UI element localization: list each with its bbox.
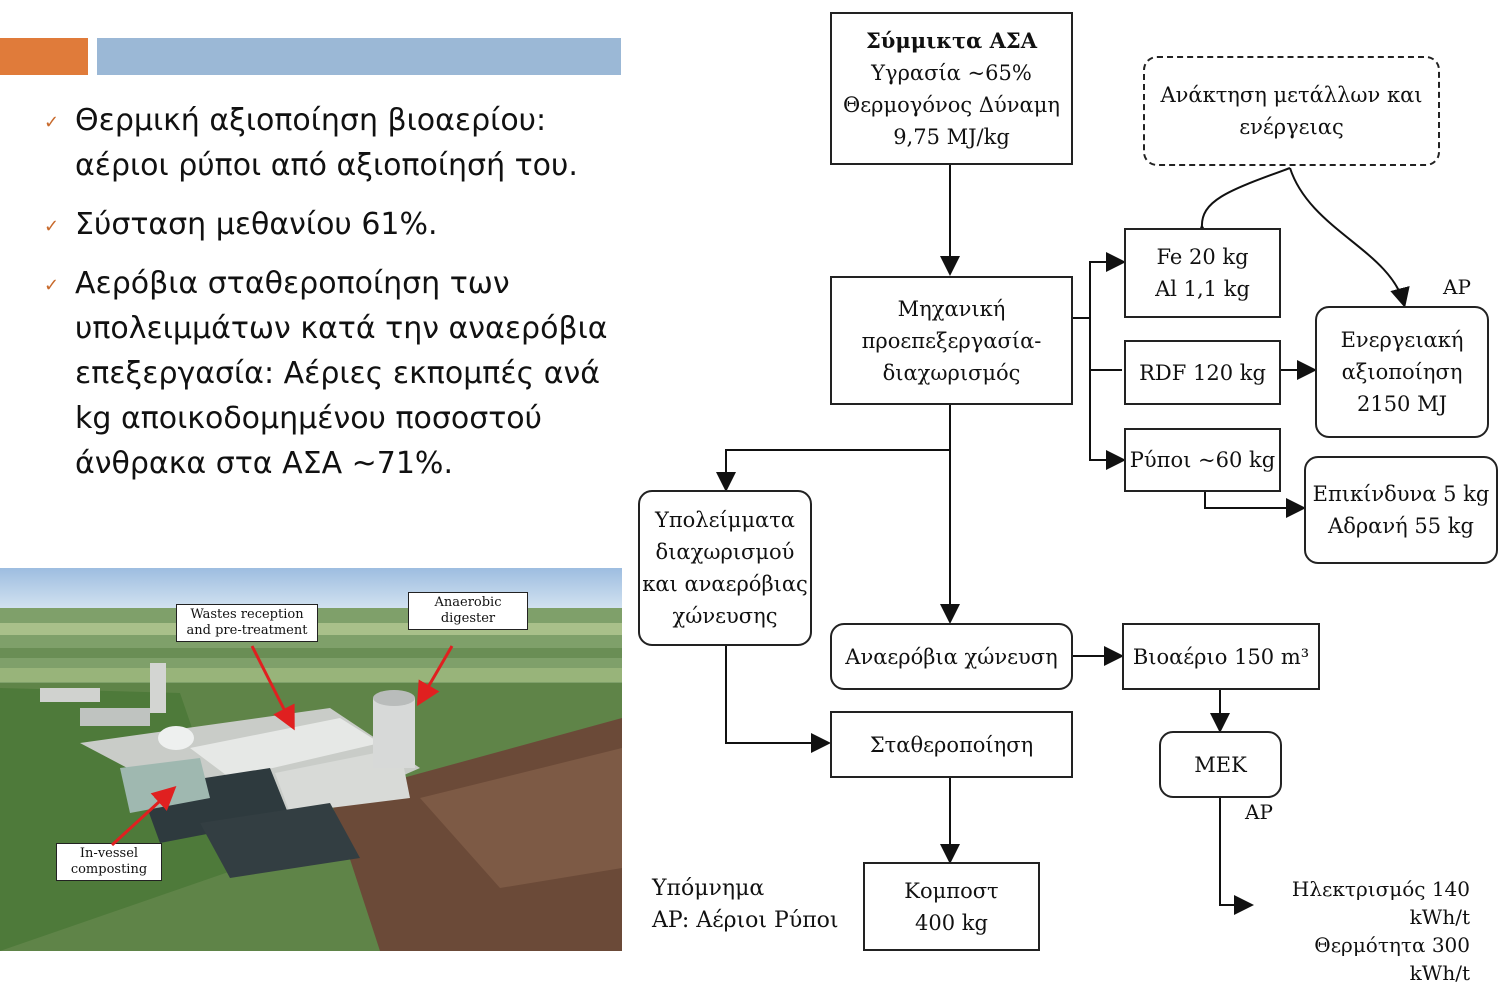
node-recovery: Ανάκτηση μετάλλων και ενέργειας (1143, 56, 1440, 166)
node-hazardous: Επικίνδυνα 5 kg Αδρανή 55 kg (1304, 456, 1498, 564)
node-mek: ΜΕΚ (1159, 731, 1282, 798)
arrow-composting (110, 785, 177, 847)
bullet-item: ✓Θερμική αξιοποίηση βιοαερίου: αέριοι ρύ… (40, 98, 630, 188)
callout-composting: In-vessel composting (56, 843, 162, 881)
callout-arrows (110, 645, 454, 847)
bullet-list: ✓Θερμική αξιοποίηση βιοαερίου: αέριοι ρύ… (40, 98, 630, 500)
node-pollutants: Ρύποι ~60 kg (1124, 428, 1281, 492)
arrow-reception (250, 645, 295, 731)
arrow-digester (416, 645, 454, 707)
ap-label-energy: AP (1443, 275, 1471, 299)
callout-reception: Wastes reception and pre-treatment (176, 604, 318, 642)
diagram-connectors (716, 165, 1410, 915)
checkmark-icon: ✓ (44, 112, 60, 133)
ap-label-mek: AP (1245, 800, 1273, 824)
node-metals: Fe 20 kg Al 1,1 kg (1124, 228, 1281, 318)
node-rdf: RDF 120 kg (1124, 340, 1281, 405)
checkmark-icon: ✓ (44, 216, 60, 237)
legend: Υπόμνημα AP: Αέριοι Ρύποι (652, 876, 839, 933)
node-mechanical: Μηχανική προεπεξεργασία- διαχωρισμός (830, 276, 1073, 405)
node-stabilization: Σταθεροποίηση (830, 711, 1073, 778)
node-energy: Ενεργειακή αξιοποίηση 2150 MJ (1315, 306, 1489, 438)
callout-digester: Anaerobic digester (408, 592, 528, 630)
energy-outputs: Ηλεκτρισμός 140 kWh/t Θερμότητα 300 kWh/… (1291, 877, 1470, 985)
process-flow-diagram: Σύμμικτα ΑΣΑ Υγρασία ~65% Θερμογόνος Δύν… (630, 0, 1499, 985)
bullet-item: ✓Αερόβια σταθεροποίηση των υπολειμμάτων … (40, 261, 630, 486)
checkmark-icon: ✓ (44, 275, 60, 296)
node-compost: Κομποστ 400 kg (863, 862, 1040, 951)
bullet-item: ✓Σύσταση μεθανίου 61%. (40, 202, 630, 247)
accent-bar-blue (97, 38, 621, 75)
node-anaerobic: Αναερόβια χώνευση (830, 623, 1073, 690)
accent-bar-orange (0, 38, 88, 75)
node-residues: Υπολείμματα διαχωρισμού και αναερόβιας χ… (638, 490, 812, 646)
node-biogas: Βιοαέριο 150 m³ (1122, 623, 1320, 690)
plant-aerial-photo: Wastes reception and pre-treatment Anaer… (0, 568, 622, 951)
node-input-waste: Σύμμικτα ΑΣΑ Υγρασία ~65% Θερμογόνος Δύν… (830, 12, 1073, 165)
